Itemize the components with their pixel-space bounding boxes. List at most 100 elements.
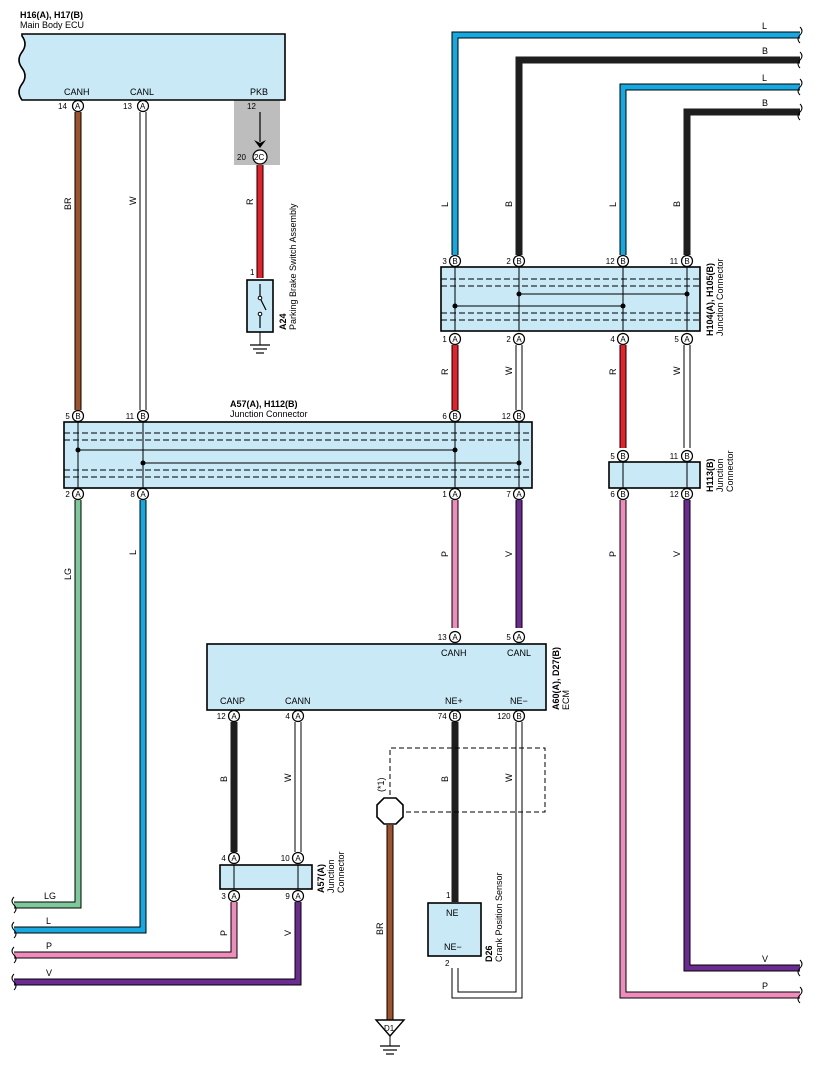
svg-text:L: L	[46, 916, 51, 926]
connector-pin	[680, 487, 694, 501]
pin-number: 5	[610, 452, 615, 461]
pin-number: 4	[610, 335, 615, 344]
connector-letter: A	[452, 633, 458, 642]
connector-letter: B	[452, 257, 457, 266]
d1-label: D1	[384, 1024, 395, 1033]
svg-text:LG: LG	[44, 891, 56, 901]
pin-number: 10	[281, 854, 290, 863]
connector-letter: B	[516, 412, 521, 421]
ecm: CANH CANL CANP CANN NE+ NE− A60(A), D27(…	[206, 643, 571, 711]
wire-b-top-1	[515, 56, 800, 255]
pin-number: 5	[506, 633, 511, 642]
svg-text:L: L	[762, 21, 767, 31]
connector-pin	[448, 409, 462, 423]
svg-text:B: B	[762, 46, 768, 56]
crank-sensor: NE NE− 1 2 D26 Crank Position Sensor	[427, 872, 504, 968]
connector-letter: A	[516, 335, 522, 344]
pin-20: 20	[237, 153, 246, 162]
svg-text:V: V	[672, 551, 682, 557]
connector-letter: B	[516, 712, 521, 721]
svg-text:L: L	[762, 73, 767, 83]
connector-pin	[136, 487, 150, 501]
wire-v-h113	[683, 500, 800, 972]
svg-text:B: B	[219, 776, 229, 782]
shield-label: (*1)	[376, 777, 386, 792]
connector-letter: A	[452, 490, 458, 499]
connector-pin	[512, 709, 526, 723]
pin-number: 5	[674, 335, 679, 344]
pin-number: 12	[670, 490, 679, 499]
connector-pin	[227, 709, 241, 723]
connector-pin	[616, 449, 630, 463]
svg-text:B: B	[440, 776, 450, 782]
svg-text:V: V	[762, 954, 768, 964]
shield-line	[389, 747, 546, 813]
ecu-pin-canh: CANH	[64, 87, 90, 97]
a57a-name-1: Junction	[326, 859, 336, 893]
connector-letter: B	[620, 452, 625, 461]
svg-text:R: R	[245, 198, 255, 205]
connector-pin	[227, 889, 241, 903]
connector-letter: A	[295, 854, 301, 863]
connector-letter: A	[295, 892, 301, 901]
break-marks-right	[797, 26, 803, 1004]
ground-d1: D1	[374, 1019, 406, 1055]
connector-letter: B	[140, 412, 145, 421]
svg-text:R: R	[440, 368, 450, 375]
a57a-name-2: Connector	[336, 851, 346, 893]
ecm-canp: CANP	[220, 696, 245, 706]
svg-text:P: P	[440, 551, 450, 557]
pkb-connector: 2C 20	[237, 149, 268, 165]
connector-letter: B	[516, 257, 521, 266]
connector-pin	[136, 409, 150, 423]
pin-number: 2	[65, 490, 70, 499]
pin-num: 14	[58, 102, 67, 111]
svg-text:V: V	[504, 551, 514, 557]
wire-p-h113	[619, 500, 800, 999]
svg-text:LG: LG	[63, 568, 73, 580]
ecm-canh: CANH	[441, 648, 467, 658]
h113-code: H113(B)	[705, 458, 715, 492]
connector-pin	[512, 630, 526, 644]
svg-text:BR: BR	[375, 922, 385, 935]
pin-number: 4	[285, 712, 290, 721]
a57a-code: A57(A)	[316, 864, 326, 893]
svg-text:A: A	[140, 102, 146, 111]
parking-brake-switch: 1 A24 Parking Brake Switch Assembly	[246, 203, 298, 354]
svg-text:P: P	[219, 930, 229, 936]
connector-letter: B	[75, 412, 80, 421]
d26-name: Crank Position Sensor	[494, 872, 504, 962]
pin-number: 12	[217, 712, 226, 721]
pin-number: 1	[442, 490, 447, 499]
ecm-canl: CANL	[507, 648, 531, 658]
connector-letter: B	[620, 257, 625, 266]
connector-letter: A	[516, 490, 522, 499]
connector-pin	[616, 487, 630, 501]
wire-b-top-2	[683, 108, 800, 255]
svg-text:BR: BR	[63, 197, 73, 210]
pin-2c: 2C	[254, 153, 264, 162]
connector-letter: A	[295, 712, 301, 721]
connector-pin	[448, 254, 462, 268]
pin-number: 2	[506, 257, 511, 266]
pin-number: 12	[502, 412, 511, 421]
pin-number: 120	[497, 712, 511, 721]
ecm-code: A60(A), D27(B)	[551, 647, 561, 710]
d26-nem: NE−	[444, 942, 462, 952]
connector-letter: A	[684, 335, 690, 344]
main-body-ecu: H16(A), H17(B) Main Body ECU CANH CANL P…	[18, 10, 286, 101]
wire-lg	[14, 500, 82, 909]
pin-number: 1	[442, 335, 447, 344]
svg-text:V: V	[46, 968, 52, 978]
svg-text:W: W	[672, 366, 682, 375]
svg-text:W: W	[504, 366, 514, 375]
junction-h113: H113(B) Junction Connector	[608, 450, 735, 492]
wire-l-top-2	[619, 83, 800, 255]
svg-text:P: P	[608, 551, 618, 557]
h104-name: Junction Connector	[715, 258, 725, 336]
a57-name: Junction Connector	[230, 409, 308, 419]
connector-pin	[291, 851, 305, 865]
connector-pin	[680, 449, 694, 463]
connector-pin	[680, 332, 694, 346]
